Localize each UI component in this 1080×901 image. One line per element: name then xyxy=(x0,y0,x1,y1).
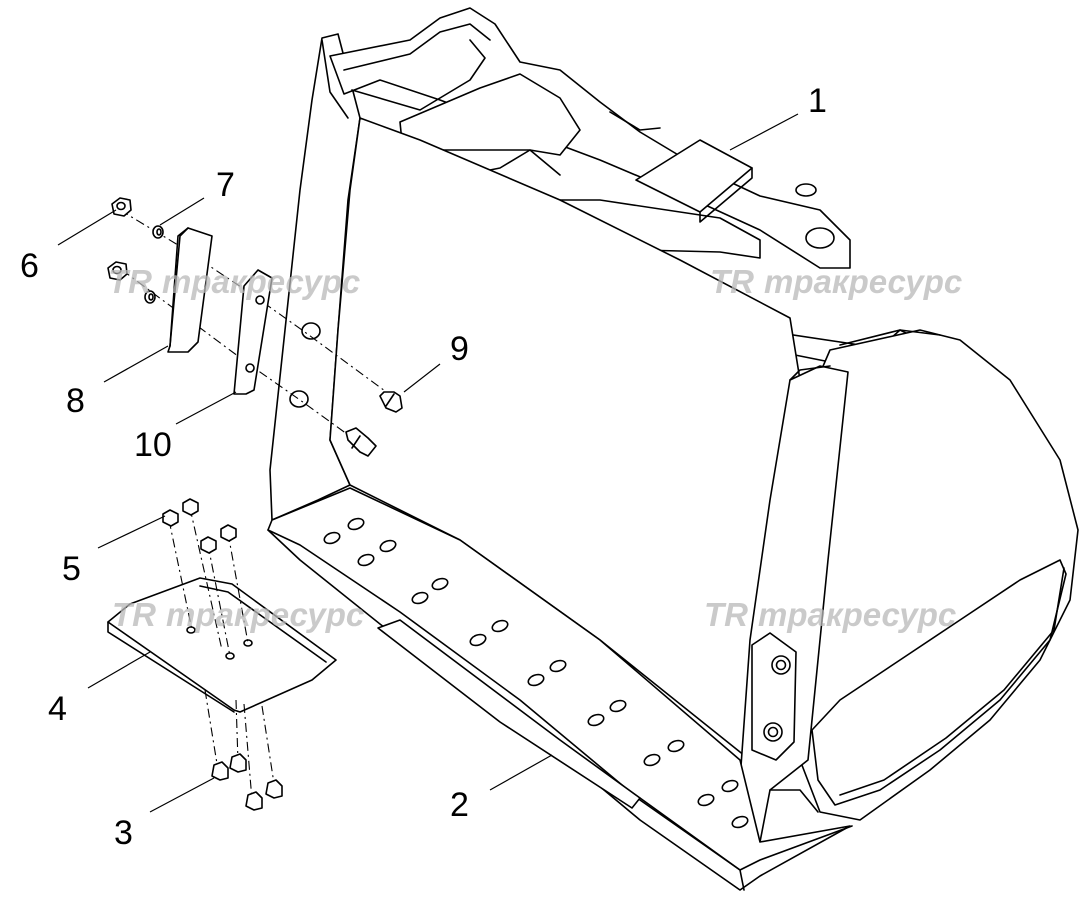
callout-6: 6 xyxy=(20,247,39,285)
nut-part-6-b xyxy=(107,261,128,281)
edge-bolt-hole xyxy=(469,633,487,647)
svg-text:тракресурс: тракресурс xyxy=(162,263,360,300)
edge-bolt-hole xyxy=(527,673,545,687)
edge-bolt-hole xyxy=(431,577,449,591)
callout-10: 10 xyxy=(134,426,172,464)
edge-bolt-hole xyxy=(411,591,429,605)
svg-text:TR: TR xyxy=(710,263,754,300)
edge-bolt-hole xyxy=(731,815,749,829)
watermark-top-left: TR тракресурс xyxy=(108,263,360,300)
bolt-part-9-b xyxy=(345,427,377,457)
callout-3: 3 xyxy=(114,814,133,852)
washer-part-7-a xyxy=(152,225,164,239)
edge-bolt-hole xyxy=(643,753,661,767)
svg-text:TR: TR xyxy=(112,596,156,633)
svg-text:TR: TR xyxy=(108,263,152,300)
callout-7: 7 xyxy=(216,166,235,204)
edge-bolt-hole xyxy=(587,713,605,727)
side-strap-part-8 xyxy=(167,227,213,353)
edge-bolt-hole xyxy=(491,619,509,633)
bucket-body xyxy=(269,7,1079,849)
watermark-bottom-right: TR тракресурс xyxy=(704,596,956,633)
edge-bolt-hole xyxy=(721,779,739,793)
callout-2: 2 xyxy=(450,786,469,824)
edge-bolt-hole xyxy=(347,517,365,531)
cutting-edge-holes xyxy=(323,517,749,829)
edge-bolt-hole xyxy=(323,531,341,545)
svg-text:тракресурс: тракресурс xyxy=(764,263,962,300)
edge-bolt-hole xyxy=(609,699,627,713)
callout-1: 1 xyxy=(808,82,827,120)
edge-bolt-hole xyxy=(357,553,375,567)
callout-4: 4 xyxy=(48,690,67,728)
leader-lines xyxy=(57,113,799,813)
cutting-edge xyxy=(267,487,853,891)
rear-wall xyxy=(799,329,1079,821)
callout-9: 9 xyxy=(450,330,469,368)
watermark-bottom-left: TR тракресурс xyxy=(112,596,364,633)
nuts-part-5 xyxy=(162,498,237,554)
edge-bolt-hole xyxy=(667,739,685,753)
svg-text:тракресурс: тракресурс xyxy=(166,596,364,633)
svg-text:тракресурс: тракресурс xyxy=(758,596,956,633)
side-plate-part-10 xyxy=(233,269,273,395)
edge-bolt-hole xyxy=(697,793,715,807)
callout-5: 5 xyxy=(62,550,81,588)
svg-text:TR: TR xyxy=(704,596,748,633)
bolts-part-3 xyxy=(211,753,283,811)
nut-part-6-a xyxy=(111,197,132,217)
callout-8: 8 xyxy=(66,382,85,420)
washer-part-7-b xyxy=(144,290,156,304)
edge-bolt-hole xyxy=(379,539,397,553)
edge-bolt-hole xyxy=(549,659,567,673)
bolt-part-9-a xyxy=(379,391,403,413)
watermark-top-right: TR тракресурс xyxy=(710,263,962,300)
wear-plate xyxy=(107,577,337,713)
callout-labels: 1 2 3 4 5 6 7 8 9 10 xyxy=(20,82,827,852)
